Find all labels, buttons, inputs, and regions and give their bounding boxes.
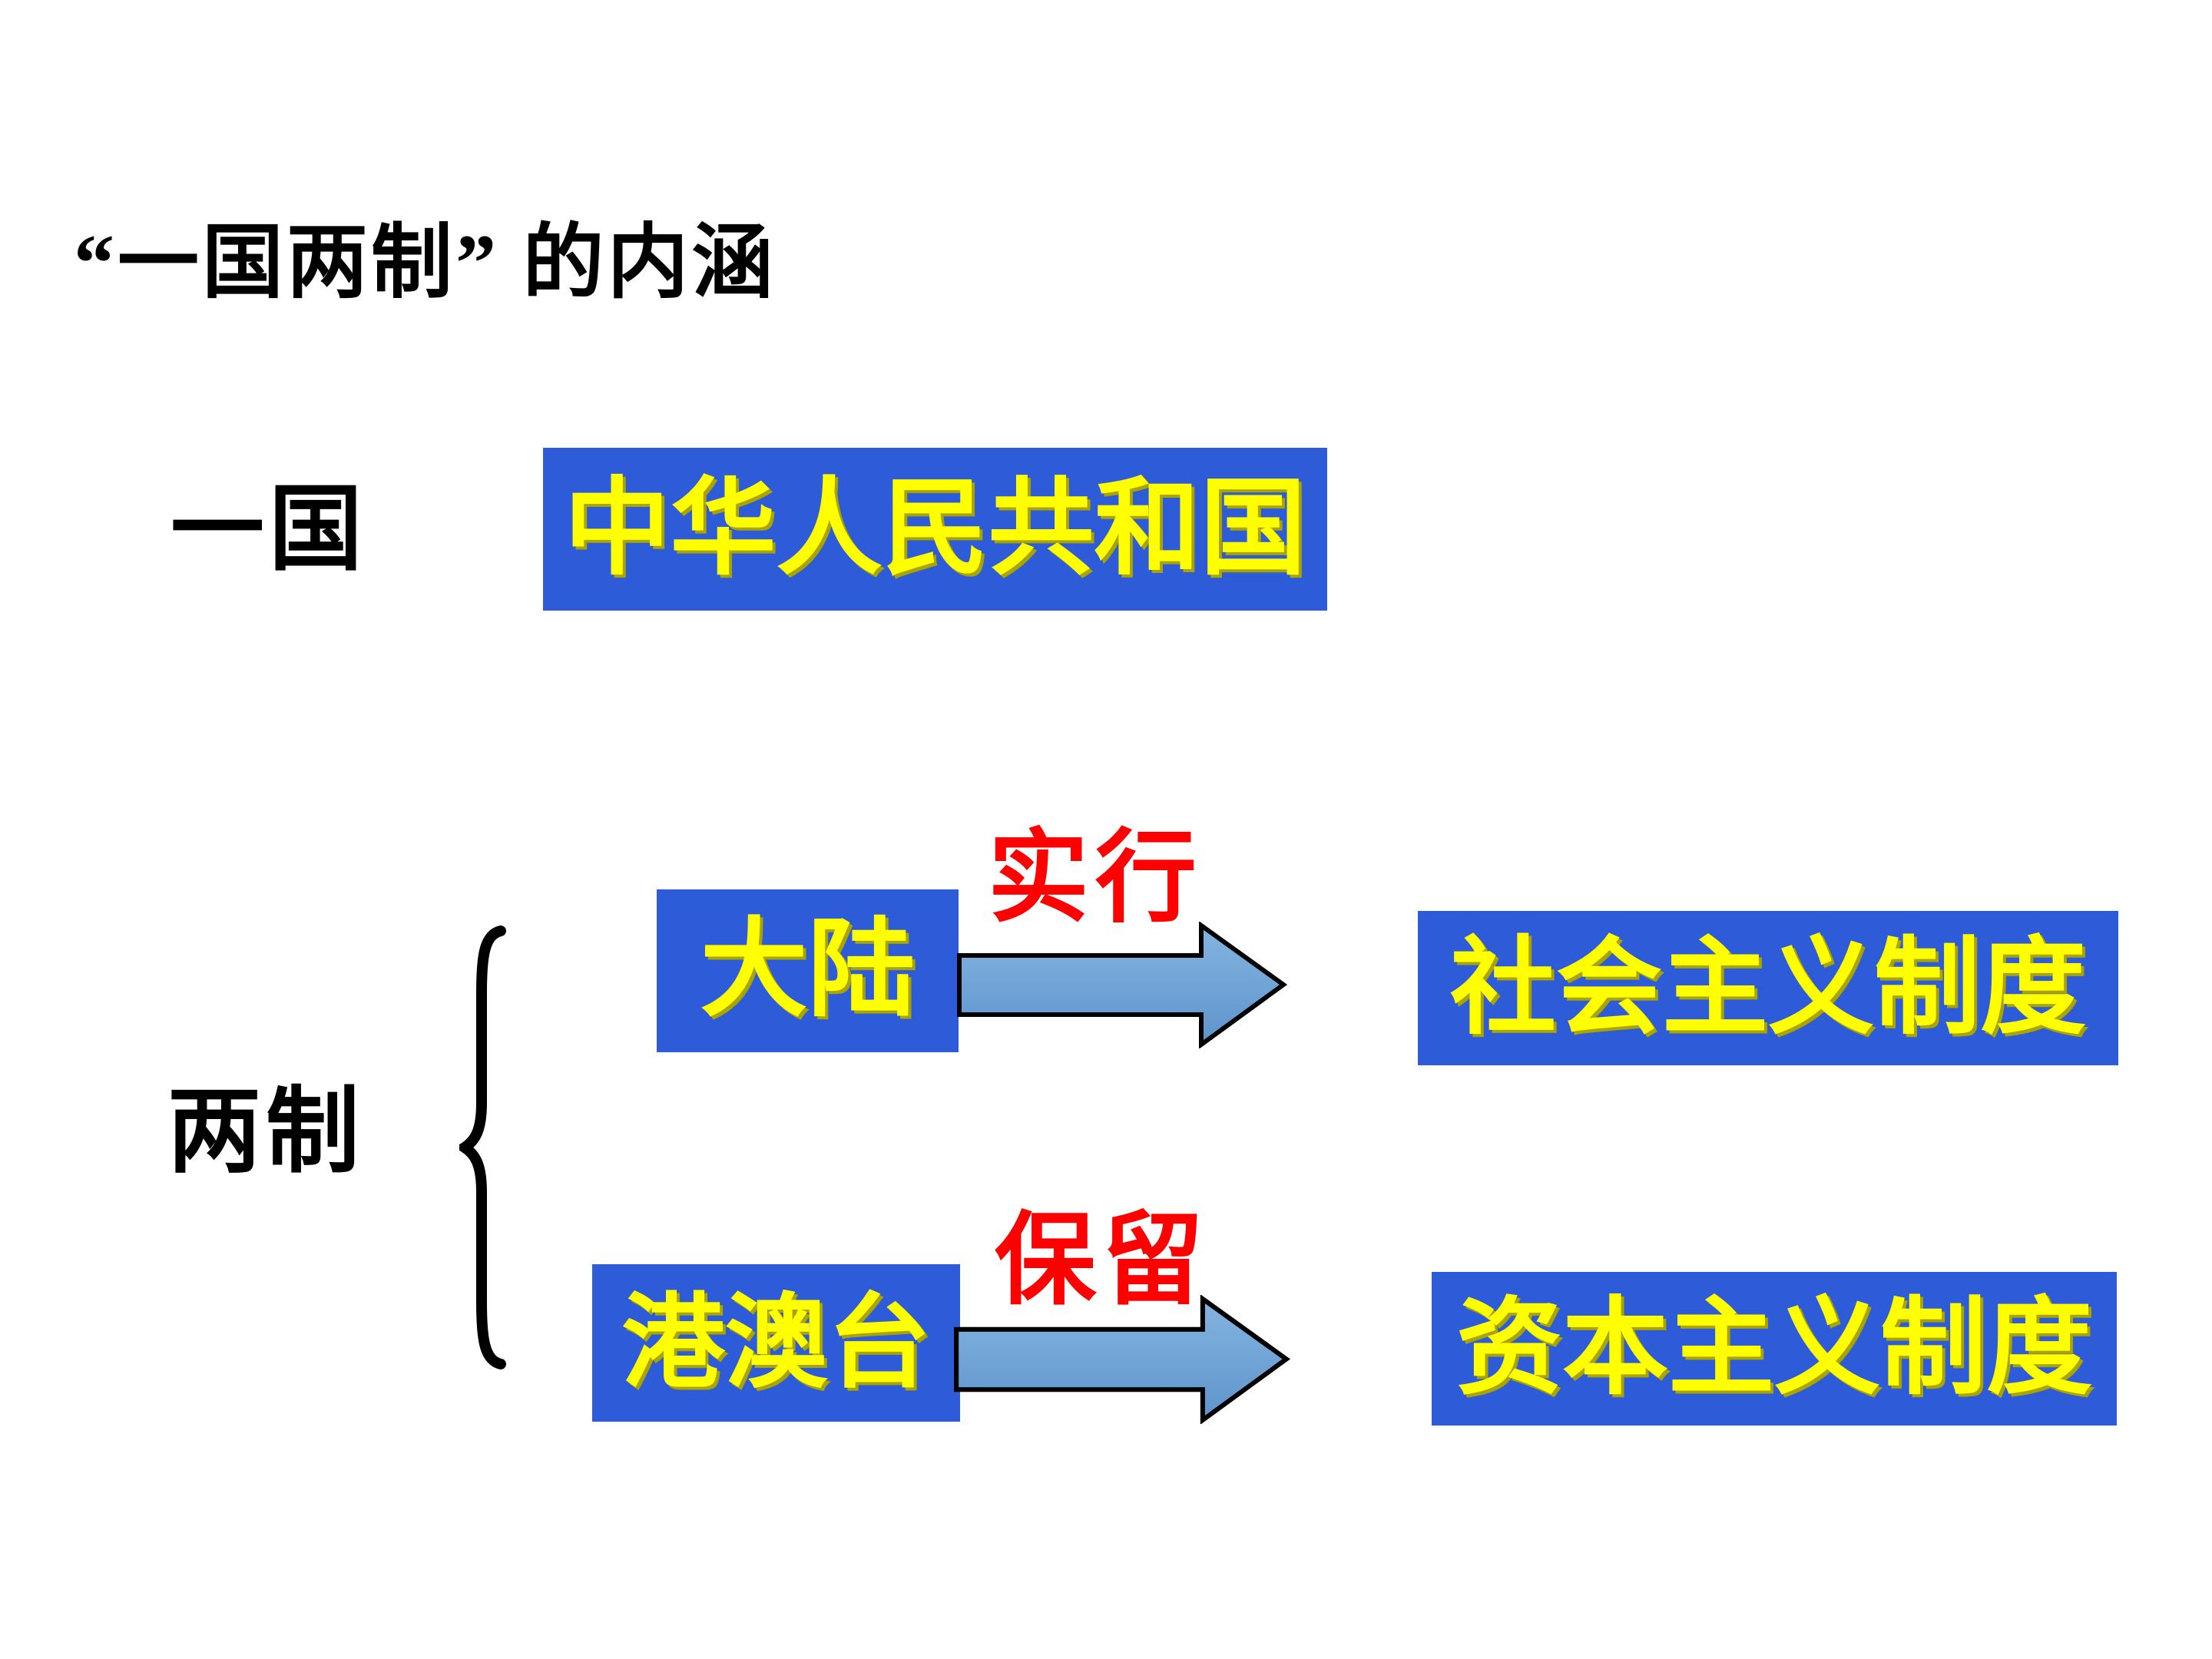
country-box-text: 中华人民共和国: [564, 470, 1306, 588]
socialism-box-text: 社会主义制度: [1449, 929, 2086, 1047]
action-retain-label: 保留: [995, 1204, 1210, 1317]
curly-brace-icon: [459, 926, 506, 1369]
arrow-right-icon: [954, 1295, 1290, 1424]
mainland-box-text: 大陆: [700, 911, 916, 1030]
hkmt-box-text: 港澳台: [621, 1286, 931, 1400]
arrow-right-icon: [957, 922, 1287, 1048]
two-systems-label: 两制: [167, 1079, 364, 1184]
capitalism-box: 资本主义制度: [1432, 1272, 2117, 1426]
socialism-box: 社会主义制度: [1418, 911, 2118, 1065]
capitalism-box-text: 资本主义制度: [1455, 1290, 2092, 1407]
one-country-label: 一国: [171, 477, 367, 581]
mainland-box: 大陆: [657, 889, 959, 1052]
slide-title: “一国两制” 的内涵: [74, 218, 777, 308]
action-implement-label: 实行: [988, 822, 1203, 935]
hkmt-box: 港澳台: [592, 1264, 960, 1422]
country-box: 中华人民共和国: [543, 448, 1327, 611]
